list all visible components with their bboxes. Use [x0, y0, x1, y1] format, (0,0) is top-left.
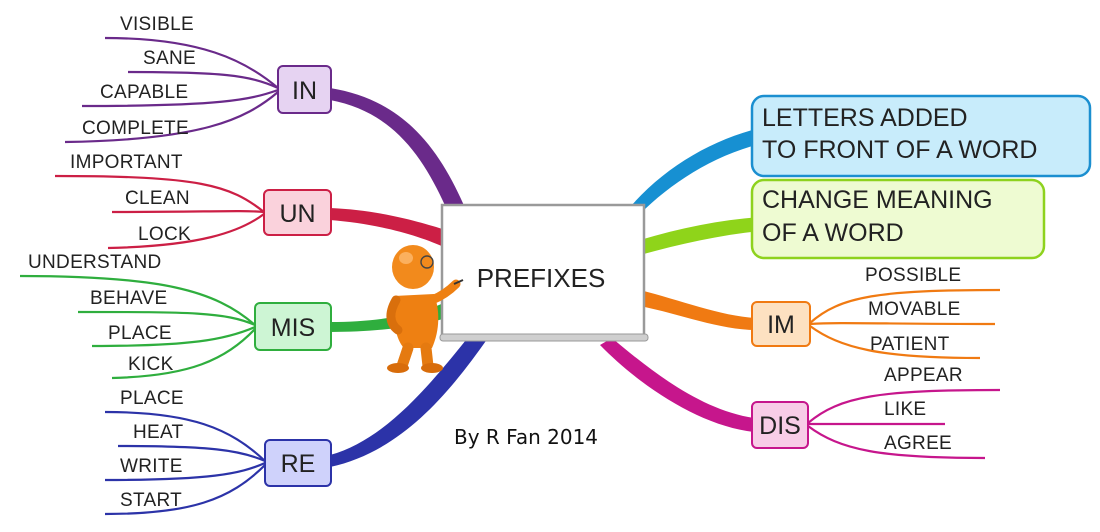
node-im-label: IM — [767, 311, 795, 339]
branch-in — [330, 88, 466, 212]
branch-callout-change — [640, 217, 760, 255]
callout-change-meaning[interactable]: CHANGE MEANING OF A WORD — [750, 178, 1046, 260]
leaf-word: PATIENT — [870, 334, 950, 355]
leaf-word: IMPORTANT — [70, 152, 183, 173]
center-title: PREFIXES — [477, 263, 606, 293]
node-re-label: RE — [281, 450, 316, 478]
author-credit: By R Fan 2014 — [454, 425, 598, 449]
node-dis[interactable]: DIS — [751, 401, 809, 449]
node-in-label: IN — [292, 77, 317, 105]
sub-branches-un — [54, 174, 265, 250]
branch-callout-letters — [626, 128, 760, 214]
leaf-word: APPEAR — [884, 365, 963, 386]
sub-branches-in — [64, 36, 279, 144]
center-whiteboard: PREFIXES — [439, 203, 649, 342]
branch-im — [640, 290, 756, 330]
branch-re — [330, 335, 488, 467]
sub-branches-dis — [807, 388, 1001, 460]
leaf-word: CAPABLE — [100, 82, 188, 103]
callout-letters-line2: TO FRONT OF A WORD — [762, 136, 1037, 164]
sub-branches-mis — [19, 274, 256, 380]
leaf-word: BEHAVE — [90, 288, 167, 309]
leaf-word: AGREE — [884, 433, 952, 454]
branch-dis — [600, 338, 754, 432]
leaf-word: PLACE — [108, 323, 172, 344]
leaf-word: MOVABLE — [868, 299, 961, 320]
leaf-word: SANE — [143, 48, 196, 69]
leaf-word: CLEAN — [125, 188, 190, 209]
callout-letters-line1: LETTERS ADDED — [762, 104, 968, 132]
leaf-word: KICK — [128, 354, 174, 375]
node-re[interactable]: RE — [264, 439, 332, 487]
node-un[interactable]: UN — [263, 189, 332, 236]
sub-branches-im — [809, 288, 1001, 360]
node-mis-label: MIS — [271, 314, 315, 342]
leaf-word: PLACE — [120, 388, 184, 409]
node-im[interactable]: IM — [751, 301, 811, 347]
callout-change-line2: OF A WORD — [762, 219, 904, 247]
leaf-word: VISIBLE — [120, 14, 194, 35]
leaf-word: LIKE — [884, 399, 926, 420]
node-un-label: UN — [279, 200, 315, 228]
node-mis[interactable]: MIS — [254, 302, 332, 351]
orange-figure-icon — [386, 245, 464, 373]
node-in[interactable]: IN — [277, 65, 332, 114]
sub-branches-re — [104, 410, 266, 516]
branch-un — [330, 208, 446, 248]
leaf-word: UNDERSTAND — [28, 252, 162, 273]
callout-change-line1: CHANGE MEANING — [762, 186, 993, 214]
node-dis-label: DIS — [759, 412, 801, 440]
leaf-word: POSSIBLE — [865, 265, 961, 286]
leaf-word: COMPLETE — [82, 118, 189, 139]
callout-letters-added[interactable]: LETTERS ADDED TO FRONT OF A WORD — [750, 94, 1092, 178]
leaf-word: START — [120, 490, 182, 511]
leaf-word: WRITE — [120, 456, 183, 477]
leaf-word: LOCK — [138, 224, 191, 245]
leaf-word: HEAT — [133, 422, 184, 443]
